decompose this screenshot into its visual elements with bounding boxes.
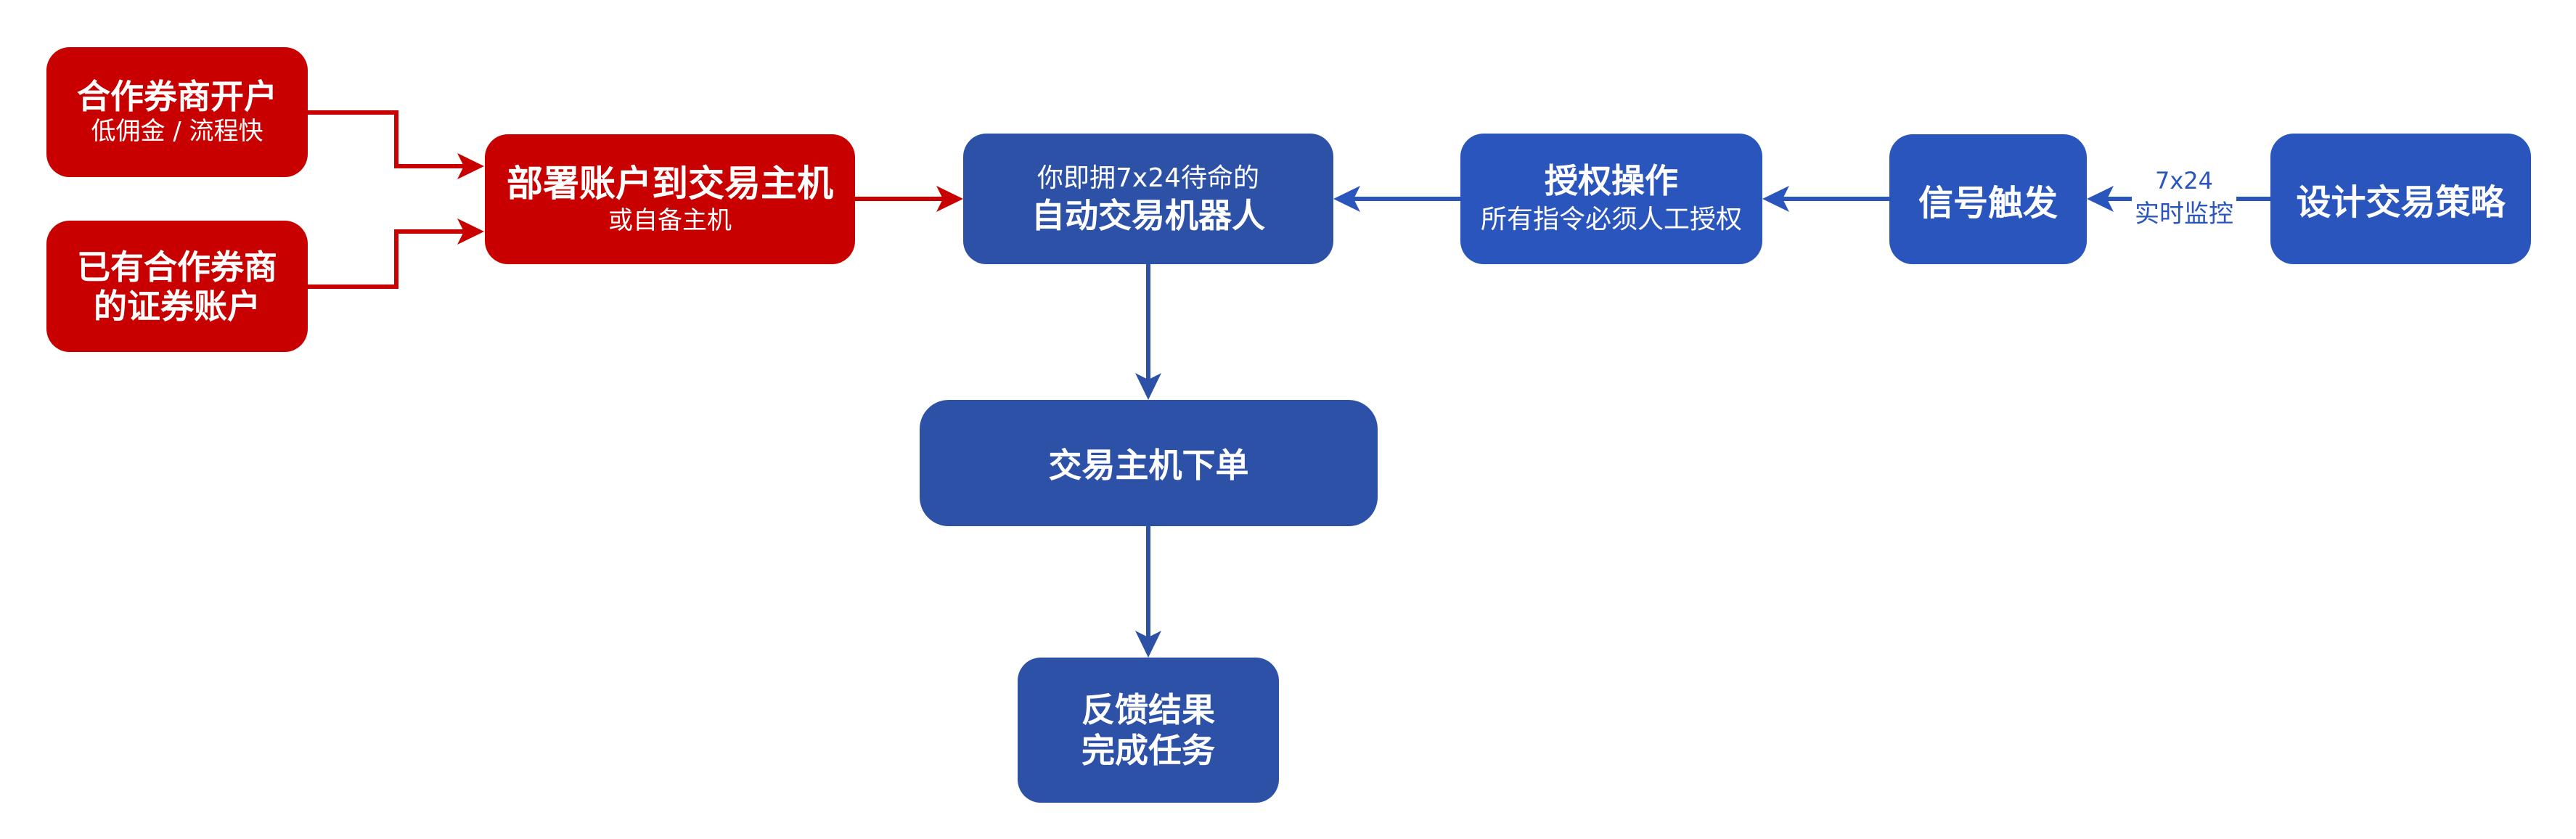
node-signal-trigger: 信号触发 xyxy=(1889,134,2087,264)
node-open-account: 合作券商开户 低佣金 / 流程快 xyxy=(46,47,308,177)
node-title: 自动交易机器人 xyxy=(1031,196,1265,235)
node-deploy-account: 部署账户到交易主机 或自备主机 xyxy=(485,134,855,264)
arrowhead-icon xyxy=(457,153,484,179)
node-subtitle: 所有指令必须人工授权 xyxy=(1480,205,1742,234)
node-subtitle: 低佣金 / 流程快 xyxy=(91,116,263,146)
arrowhead-icon xyxy=(1333,186,1360,212)
node-title: 授权操作 xyxy=(1545,161,1678,200)
node-title-line1: 已有合作券商 xyxy=(77,247,277,287)
node-title: 设计交易策略 xyxy=(2296,182,2506,223)
node-title-line2: 的证券账户 xyxy=(94,286,261,326)
connector-existing-account-to-deploy xyxy=(308,229,465,289)
arrowhead-icon xyxy=(1135,373,1161,400)
node-design-strategy: 设计交易策略 xyxy=(2270,134,2531,264)
node-title-line1: 反馈结果 xyxy=(1081,690,1215,729)
node-place-order: 交易主机下单 xyxy=(920,400,1378,526)
connector-open-account-to-deploy xyxy=(308,110,465,168)
node-subtitle: 或自备主机 xyxy=(608,205,732,235)
node-title: 合作券商开户 xyxy=(77,76,277,116)
node-title: 信号触发 xyxy=(1918,182,2058,224)
edge-label-line2: 实时监控 xyxy=(2135,200,2233,229)
arrowhead-icon xyxy=(1762,186,1789,212)
node-existing-account: 已有合作券商 的证券账户 xyxy=(46,221,308,352)
node-feedback: 反馈结果 完成任务 xyxy=(1018,658,1279,803)
edge-label-realtime-monitor: 7x24 实时监控 xyxy=(2132,164,2236,231)
arrowhead-icon xyxy=(1135,631,1161,658)
node-authorize: 授权操作 所有指令必须人工授权 xyxy=(1460,134,1762,264)
node-title: 部署账户到交易主机 xyxy=(507,162,833,205)
arrowhead-icon xyxy=(936,186,963,212)
node-trading-robot: 你即拥7x24待命的 自动交易机器人 xyxy=(963,134,1333,264)
arrowhead-icon xyxy=(2087,186,2114,212)
node-subtitle: 你即拥7x24待命的 xyxy=(1036,163,1260,193)
node-title-line2: 完成任务 xyxy=(1081,731,1215,770)
edge-label-line1: 7x24 xyxy=(2154,167,2213,195)
node-title: 交易主机下单 xyxy=(1048,446,1249,485)
arrowhead-icon xyxy=(457,218,484,245)
